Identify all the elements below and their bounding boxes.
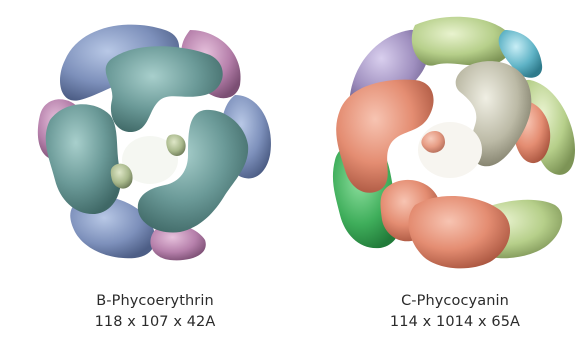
b-phycoerythrin-render xyxy=(20,0,290,280)
caption-name: C-Phycocyanin xyxy=(401,293,509,309)
caption-dimensions: 118 x 107 x 42A xyxy=(94,314,216,330)
caption-b-phycoerythrin: B-Phycoerythrin 118 x 107 x 42A xyxy=(55,291,255,333)
caption-c-phycocyanin: C-Phycocyanin 114 x 1014 x 65A xyxy=(355,291,555,333)
c-phycocyanin-render xyxy=(320,0,585,280)
caption-name: B-Phycoerythrin xyxy=(96,293,214,309)
caption-dimensions: 114 x 1014 x 65A xyxy=(389,314,521,330)
c-phycocyanin-surface xyxy=(332,16,575,269)
b-phycoerythrin-surface xyxy=(37,24,271,261)
